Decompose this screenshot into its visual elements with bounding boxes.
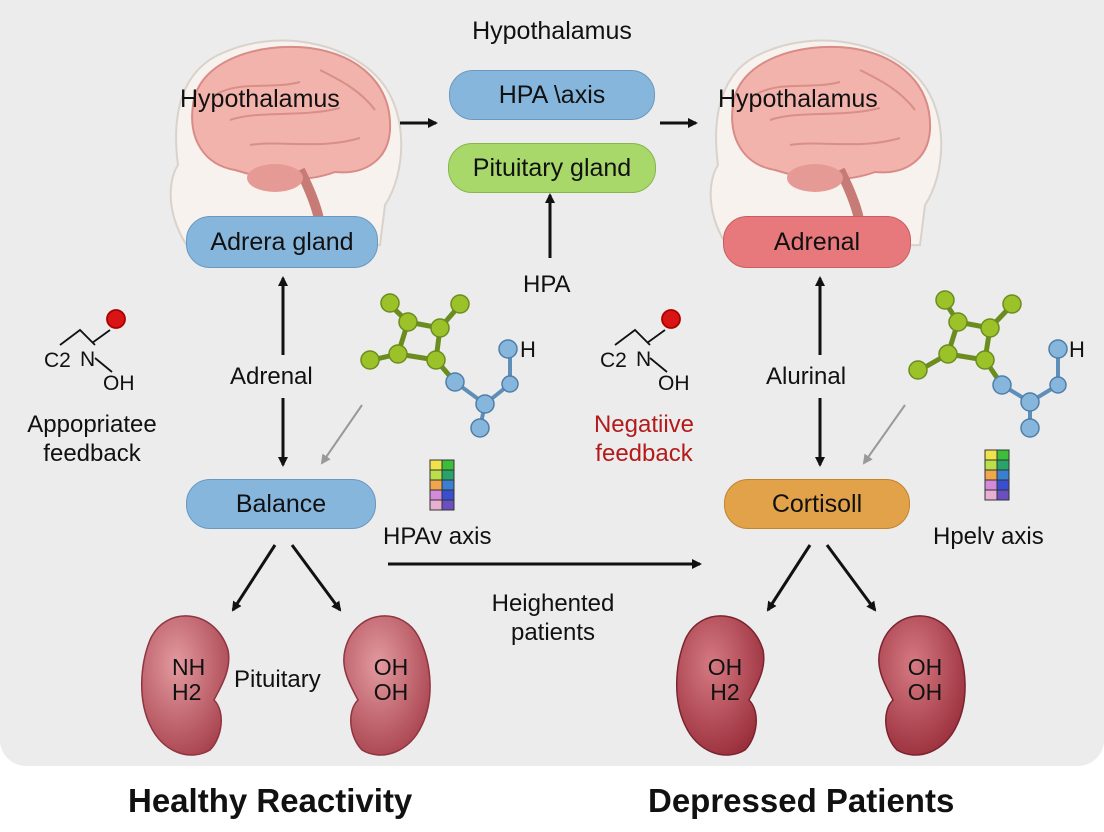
heightened-patients-label: Heighented patients: [491, 590, 615, 646]
kidney-depressed-left: [676, 615, 765, 756]
kidney-healthy-left-label: NH H2: [172, 654, 206, 705]
left-gland-box: Adrera gland: [186, 216, 378, 268]
right-molecule-h: H: [1069, 337, 1085, 362]
hpav-axis-label: HPAv axis: [383, 523, 492, 550]
flow-arrows: [231, 118, 877, 612]
left-chem-structure: [59, 309, 126, 373]
kidney-depressed-right: [878, 615, 966, 756]
kidney-healthy-right-label: OH OH: [373, 654, 409, 705]
left-molecule-h: H: [520, 337, 536, 362]
left-color-grid: [429, 459, 455, 511]
left-chem-c2: C2: [44, 349, 71, 372]
right-chem-c2: C2: [600, 349, 627, 372]
cortisol-box: Cortisoll: [724, 479, 910, 529]
hpelv-axis-label: Hpelv axis: [933, 523, 1044, 550]
right-chem-oh: OH: [658, 372, 690, 395]
right-arrow-label: Alurinal: [766, 363, 847, 390]
right-feedback-label: Negatiive feedback: [593, 411, 695, 467]
balance-box: Balance: [186, 479, 376, 529]
right-chem-n: N: [636, 348, 652, 371]
kidney-depressed-right-label: OH OH: [907, 654, 943, 705]
top-title: Hypothalamus: [472, 17, 632, 45]
left-molecule: [360, 293, 519, 438]
right-chem-structure: [614, 309, 681, 373]
pituitary-gland-box: Pituitary gland: [448, 143, 656, 193]
pituitary-label: Pituitary: [234, 666, 321, 693]
left-feedback-label: Appopriatee feedback: [27, 411, 157, 467]
hpa-axis-box: HPA \axis: [449, 70, 655, 120]
arrow-right-split-a: [766, 544, 812, 612]
left-head-label: Hypothalamus: [180, 85, 340, 113]
grey-pointer-arrows: [320, 404, 906, 465]
right-head-illustration: [709, 39, 943, 252]
right-gland-box: Adrenal: [723, 216, 911, 268]
healthy-reactivity-caption: Healthy Reactivity: [128, 782, 413, 819]
right-molecule: [908, 290, 1068, 438]
left-chem-oh: OH: [103, 372, 135, 395]
left-arrow-label: Adrenal: [230, 363, 313, 390]
arrow-left-split-b: [290, 544, 342, 612]
left-chem-n: N: [80, 348, 96, 371]
hpa-label: HPA: [523, 271, 571, 298]
right-head-label: Hypothalamus: [718, 85, 878, 113]
kidney-depressed-left-label: OH H2: [707, 654, 743, 705]
depressed-patients-caption: Depressed Patients: [648, 782, 955, 819]
kidney-healthy-right: [343, 615, 431, 756]
left-head-illustration: [169, 39, 403, 252]
right-color-grid: [984, 449, 1010, 501]
arrow-right-split-b: [825, 544, 877, 612]
arrow-left-split-a: [231, 544, 277, 612]
kidney-healthy-left: [141, 615, 230, 756]
